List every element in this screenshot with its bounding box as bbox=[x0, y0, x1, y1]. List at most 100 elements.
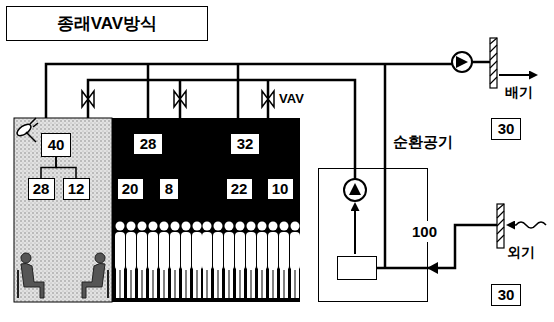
room-zones bbox=[14, 118, 300, 302]
standing-person bbox=[160, 222, 169, 231]
value-number: 22 bbox=[231, 179, 248, 198]
tree-connector bbox=[41, 157, 56, 178]
standing-person bbox=[208, 266, 212, 298]
standing-person bbox=[181, 232, 191, 270]
return-duct bbox=[147, 64, 150, 118]
value-box: 30 bbox=[491, 118, 521, 140]
standing-person bbox=[247, 222, 256, 231]
seated-person bbox=[21, 253, 31, 263]
standing-person bbox=[280, 266, 284, 298]
title-box: 종래VAV방식 bbox=[6, 6, 208, 41]
caption-label: VAV bbox=[279, 91, 304, 106]
standing-person bbox=[193, 222, 202, 231]
seated-person bbox=[95, 253, 105, 263]
value-number: 100 bbox=[410, 221, 439, 242]
standing-person bbox=[290, 232, 300, 270]
standing-person bbox=[247, 266, 251, 298]
standing-person bbox=[236, 222, 245, 231]
value-number: 28 bbox=[33, 179, 50, 198]
value-box: 20 bbox=[117, 178, 144, 200]
value-box: 10 bbox=[267, 178, 294, 200]
standing-person bbox=[138, 222, 147, 231]
standing-person bbox=[202, 222, 212, 299]
standing-person bbox=[198, 266, 202, 298]
standing-person bbox=[127, 222, 136, 231]
supply-duct bbox=[88, 80, 355, 180]
standing-person bbox=[170, 222, 180, 299]
exhaust-fan bbox=[452, 52, 490, 72]
standing-person bbox=[137, 232, 147, 270]
value-number: 12 bbox=[68, 179, 85, 198]
value-number: 8 bbox=[165, 179, 173, 198]
standing-person bbox=[137, 222, 147, 299]
exhaust-damper bbox=[490, 38, 497, 84]
standing-person bbox=[241, 266, 245, 298]
standing-person bbox=[181, 222, 191, 299]
standing-person bbox=[203, 222, 212, 231]
unit-heading: 순환공기 bbox=[391, 133, 455, 152]
standing-person bbox=[193, 266, 197, 298]
standing-person bbox=[214, 222, 223, 231]
standing-person bbox=[115, 222, 125, 299]
vav-valve bbox=[174, 91, 186, 107]
seated-person bbox=[21, 263, 44, 298]
value-box: 12 bbox=[63, 178, 90, 200]
value-number: 32 bbox=[237, 134, 254, 153]
seated-person bbox=[17, 270, 19, 298]
standing-person bbox=[182, 266, 186, 298]
standing-person bbox=[170, 232, 180, 270]
seated-person bbox=[82, 263, 105, 298]
standing-person bbox=[285, 266, 289, 298]
outside-air-duct bbox=[372, 204, 546, 274]
standing-person bbox=[176, 266, 180, 298]
standing-person bbox=[257, 232, 267, 270]
sensor-icon bbox=[30, 118, 38, 127]
supply-duct bbox=[88, 80, 355, 180]
value-number: 28 bbox=[140, 134, 157, 153]
standing-person bbox=[258, 266, 262, 298]
value-box: 32 bbox=[230, 133, 260, 155]
value-number: 30 bbox=[498, 119, 515, 138]
value-box: 28 bbox=[28, 178, 55, 200]
standing-person bbox=[213, 222, 223, 299]
supply-fan bbox=[354, 204, 356, 254]
standing-person bbox=[171, 222, 180, 231]
standing-person bbox=[235, 222, 245, 299]
room-zones bbox=[112, 118, 300, 302]
seated-person bbox=[107, 270, 109, 298]
standing-person bbox=[165, 266, 169, 298]
value-box: 8 bbox=[159, 178, 179, 200]
standing-person bbox=[279, 232, 289, 270]
standing-person bbox=[252, 266, 256, 298]
standing-person bbox=[291, 266, 295, 298]
room-zones bbox=[14, 118, 112, 302]
standing-person bbox=[203, 266, 207, 298]
standing-person bbox=[269, 222, 278, 231]
value-box: 100 bbox=[337, 256, 377, 280]
standing-person bbox=[219, 266, 223, 298]
standing-person bbox=[182, 222, 191, 231]
outside-air-duct bbox=[497, 204, 504, 242]
standing-person bbox=[269, 266, 273, 298]
standing-person bbox=[127, 266, 131, 298]
tree-connector bbox=[56, 157, 76, 178]
standing-person bbox=[132, 266, 136, 298]
standing-person bbox=[246, 232, 256, 270]
standing-person bbox=[291, 222, 300, 231]
outside-air-duct bbox=[508, 222, 546, 228]
standing-person bbox=[236, 266, 240, 298]
exhaust-fan bbox=[452, 52, 472, 72]
air-handling-unit: 순환공기100 bbox=[318, 168, 428, 302]
exhaust-damper bbox=[490, 38, 536, 88]
standing-person bbox=[159, 222, 169, 299]
value-box: 30 bbox=[491, 284, 521, 306]
standing-person bbox=[296, 266, 300, 298]
standing-person bbox=[148, 232, 158, 270]
standing-person bbox=[126, 232, 136, 270]
standing-person bbox=[115, 222, 300, 299]
exhaust-fan bbox=[472, 61, 490, 64]
supply-fan bbox=[344, 179, 366, 254]
vav-valve bbox=[262, 91, 274, 107]
